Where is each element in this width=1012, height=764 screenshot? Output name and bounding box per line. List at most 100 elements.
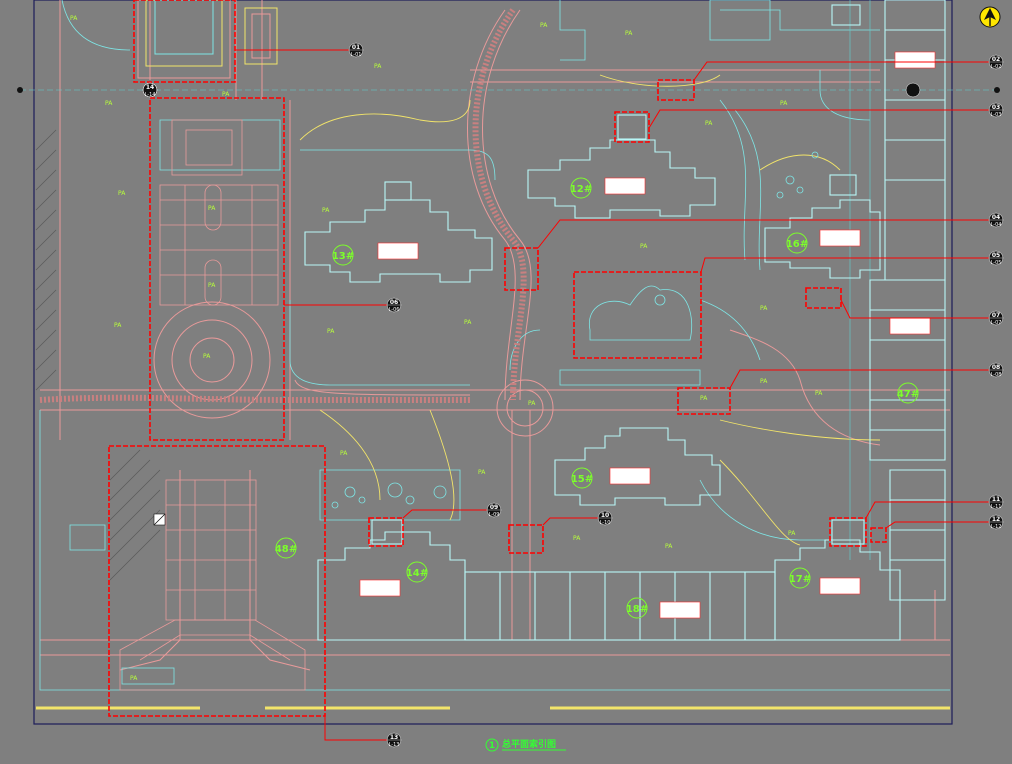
building-label-12: 12# <box>570 184 592 195</box>
detail-box-bridge <box>677 387 731 415</box>
svg-text:L-06: L-06 <box>389 307 400 313</box>
callout-sheet-refs: L-01 L-02 L-03 L-04 L-05 L-06 L-07 L-08 … <box>145 52 1002 748</box>
lower-left-plaza <box>119 479 306 691</box>
buildings <box>304 0 946 641</box>
left-hatch <box>35 129 57 391</box>
svg-text:L-02: L-02 <box>991 64 1002 70</box>
drawing-frame <box>33 0 953 725</box>
building-number-markers <box>275 177 919 619</box>
building-marker-15 <box>571 467 593 489</box>
detail-box-12-entry <box>614 111 650 143</box>
svg-text:L-01: L-01 <box>351 52 362 58</box>
callout-c4: 04 <box>988 212 1004 228</box>
svg-text:L-07: L-07 <box>991 320 1002 326</box>
landscape-curves <box>36 74 950 710</box>
svg-text:PA: PA <box>203 353 211 360</box>
left-hatch-lower <box>109 449 161 581</box>
building-label-15: 15# <box>571 474 593 485</box>
svg-text:05: 05 <box>992 252 1000 259</box>
south-walkway <box>39 394 470 403</box>
svg-text:L-14: L-14 <box>145 92 156 98</box>
drawing-index: 1 <box>489 741 495 751</box>
sports-court <box>137 0 278 79</box>
central-walkway <box>472 8 527 401</box>
svg-text:PA: PA <box>70 15 78 22</box>
svg-text:L-13: L-13 <box>389 742 400 748</box>
building-marker-48 <box>275 537 297 559</box>
detail-box-south-walk <box>508 524 544 554</box>
building-marker-47 <box>897 382 919 404</box>
callout-c13: 13 <box>386 732 402 748</box>
callout-c10: 10 <box>597 510 613 526</box>
detail-box-14-entry <box>368 517 404 547</box>
detail-box-17-entry <box>829 517 867 547</box>
detail-box-plaza <box>149 97 285 441</box>
building-label-14: 14# <box>406 568 428 579</box>
svg-text:08: 08 <box>992 364 1000 371</box>
svg-text:PA: PA <box>788 530 796 537</box>
building-label-47: 47# <box>897 389 919 400</box>
svg-text:PA: PA <box>114 322 122 329</box>
detail-box-north-gate <box>657 79 695 101</box>
leader-lines <box>235 49 990 741</box>
svg-text:L-08: L-08 <box>991 372 1002 378</box>
detail-box-playground <box>573 271 702 359</box>
svg-text:12: 12 <box>992 516 1000 523</box>
section-marker-icon <box>153 513 166 526</box>
callout-c11: 11 <box>988 494 1004 510</box>
svg-text:PA: PA <box>340 450 348 457</box>
callout-c8: 08 <box>988 362 1004 378</box>
svg-text:L-10: L-10 <box>600 520 611 526</box>
svg-text:L-11: L-11 <box>991 504 1002 510</box>
building-marker-17 <box>789 567 811 589</box>
svg-text:PA: PA <box>327 328 335 335</box>
svg-text:L-09: L-09 <box>489 512 500 518</box>
svg-text:L-05: L-05 <box>991 260 1002 266</box>
svg-text:PA: PA <box>222 91 230 98</box>
svg-text:PA: PA <box>700 395 708 402</box>
detail-box-court <box>133 0 236 83</box>
detail-box-east-path <box>805 287 842 309</box>
svg-text:13: 13 <box>390 734 398 741</box>
svg-text:L-04: L-04 <box>991 222 1002 228</box>
callout-c3: 03 <box>988 102 1004 118</box>
svg-text:PA: PA <box>478 469 486 476</box>
svg-text:03: 03 <box>992 104 1000 111</box>
detail-box-east-small <box>870 527 887 543</box>
north-arrow-icon <box>979 6 1001 28</box>
drawing-title-block: 1 总平面索引图 <box>485 738 566 752</box>
svg-text:PA: PA <box>665 543 673 550</box>
svg-text:PA: PA <box>640 243 648 250</box>
left-plaza <box>159 119 279 306</box>
svg-text:06: 06 <box>390 299 398 306</box>
callout-c6: 06 <box>386 297 402 313</box>
svg-text:PA: PA <box>625 30 633 37</box>
road-network <box>40 0 950 671</box>
drawing-title: 总平面索引图 <box>502 738 556 750</box>
building-marker-18 <box>626 597 648 619</box>
svg-text:PA: PA <box>780 100 788 107</box>
svg-text:01: 01 <box>352 44 360 51</box>
svg-text:PA: PA <box>528 400 536 407</box>
svg-text:10: 10 <box>601 512 609 519</box>
detail-boxes <box>108 0 887 717</box>
svg-text:PA: PA <box>322 207 330 214</box>
building-marker-16 <box>786 232 808 254</box>
svg-text:PA: PA <box>573 535 581 542</box>
building-marker-13 <box>332 244 354 266</box>
svg-text:PA: PA <box>130 675 138 682</box>
building-label-17: 17# <box>789 574 811 585</box>
svg-text:02: 02 <box>992 56 1000 63</box>
building-marker-14 <box>406 561 428 583</box>
svg-text:L-12: L-12 <box>991 524 1002 530</box>
callout-c1: 01 <box>348 42 364 58</box>
callout-c14: 14 <box>142 82 158 98</box>
svg-text:07: 07 <box>992 312 1000 319</box>
callout-c7: 07 <box>988 310 1004 326</box>
svg-text:L-03: L-03 <box>991 112 1002 118</box>
callout-c2: 02 <box>988 54 1004 70</box>
svg-text:09: 09 <box>490 504 498 511</box>
callout-c12: 12 <box>988 514 1004 530</box>
